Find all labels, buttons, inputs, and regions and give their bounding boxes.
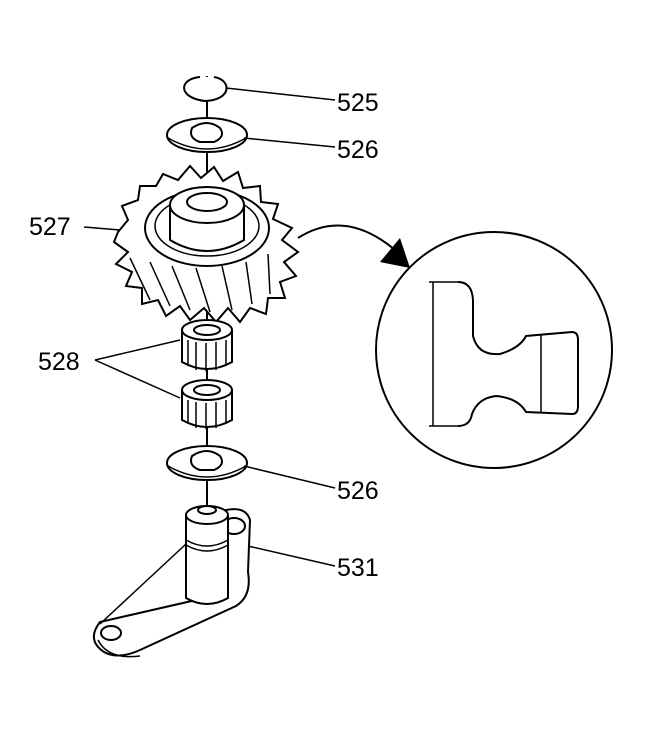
leader-528-upper xyxy=(94,339,181,361)
leader-528-lower xyxy=(94,359,181,399)
label-528: 528 xyxy=(38,348,80,376)
leader-531 xyxy=(247,545,336,567)
label-526-bottom: 526 xyxy=(337,477,379,505)
detail-arrow xyxy=(297,224,410,268)
label-525: 525 xyxy=(337,89,379,117)
leader-525 xyxy=(225,87,336,101)
leader-526-bottom xyxy=(243,465,336,489)
shaft-bracket-531 xyxy=(93,505,252,658)
tooth-profile-detail xyxy=(375,231,613,469)
leader-527 xyxy=(83,226,121,231)
thrust-washer-526-bottom xyxy=(166,445,248,481)
needle-bearing-528-lower xyxy=(181,379,233,429)
label-531: 531 xyxy=(337,554,379,582)
needle-bearing-528-upper xyxy=(181,319,233,371)
leader-526-top xyxy=(243,137,336,148)
gear-527 xyxy=(112,164,300,324)
label-527: 527 xyxy=(29,213,71,241)
thrust-washer-526-top xyxy=(166,117,248,153)
label-526-top: 526 xyxy=(337,136,379,164)
snap-ring-525 xyxy=(183,76,228,103)
